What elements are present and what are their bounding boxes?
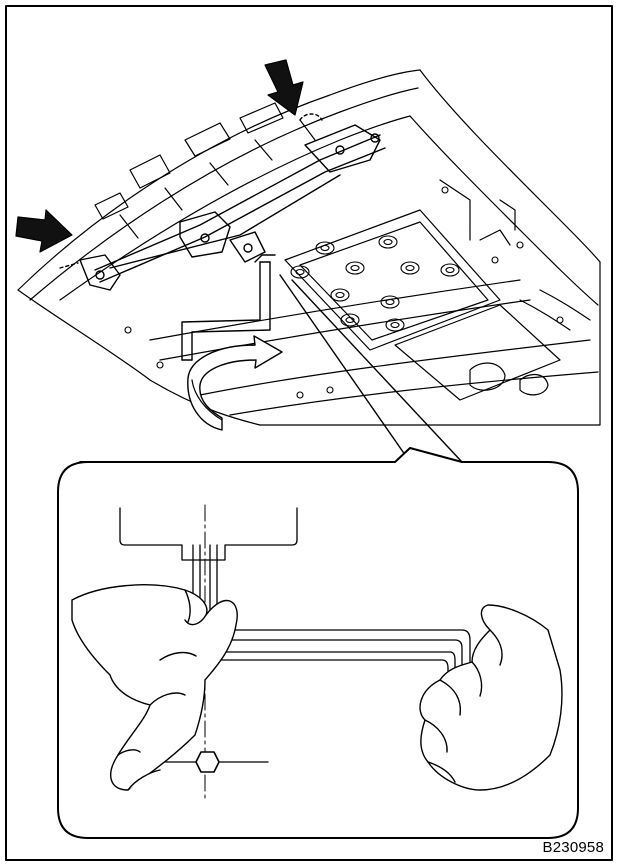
roof-panel-drawing [17, 69, 601, 426]
hex-bolt-icon [195, 751, 220, 773]
detail-leader-lines [279, 274, 463, 463]
curved-arrow-icon [187, 335, 283, 431]
hex-wrench-icon [181, 254, 276, 361]
arrow-icon [15, 209, 73, 253]
inset-drawing [119, 504, 471, 801]
figure-frame [5, 5, 613, 861]
sunroof-drive-assembly [59, 113, 386, 291]
roof-hole-pattern [124, 186, 564, 399]
left-hand-drawing [71, 584, 238, 791]
figure-code: B230958 [542, 839, 604, 856]
right-hand-drawing [419, 604, 563, 791]
arrow-icon [264, 59, 304, 116]
